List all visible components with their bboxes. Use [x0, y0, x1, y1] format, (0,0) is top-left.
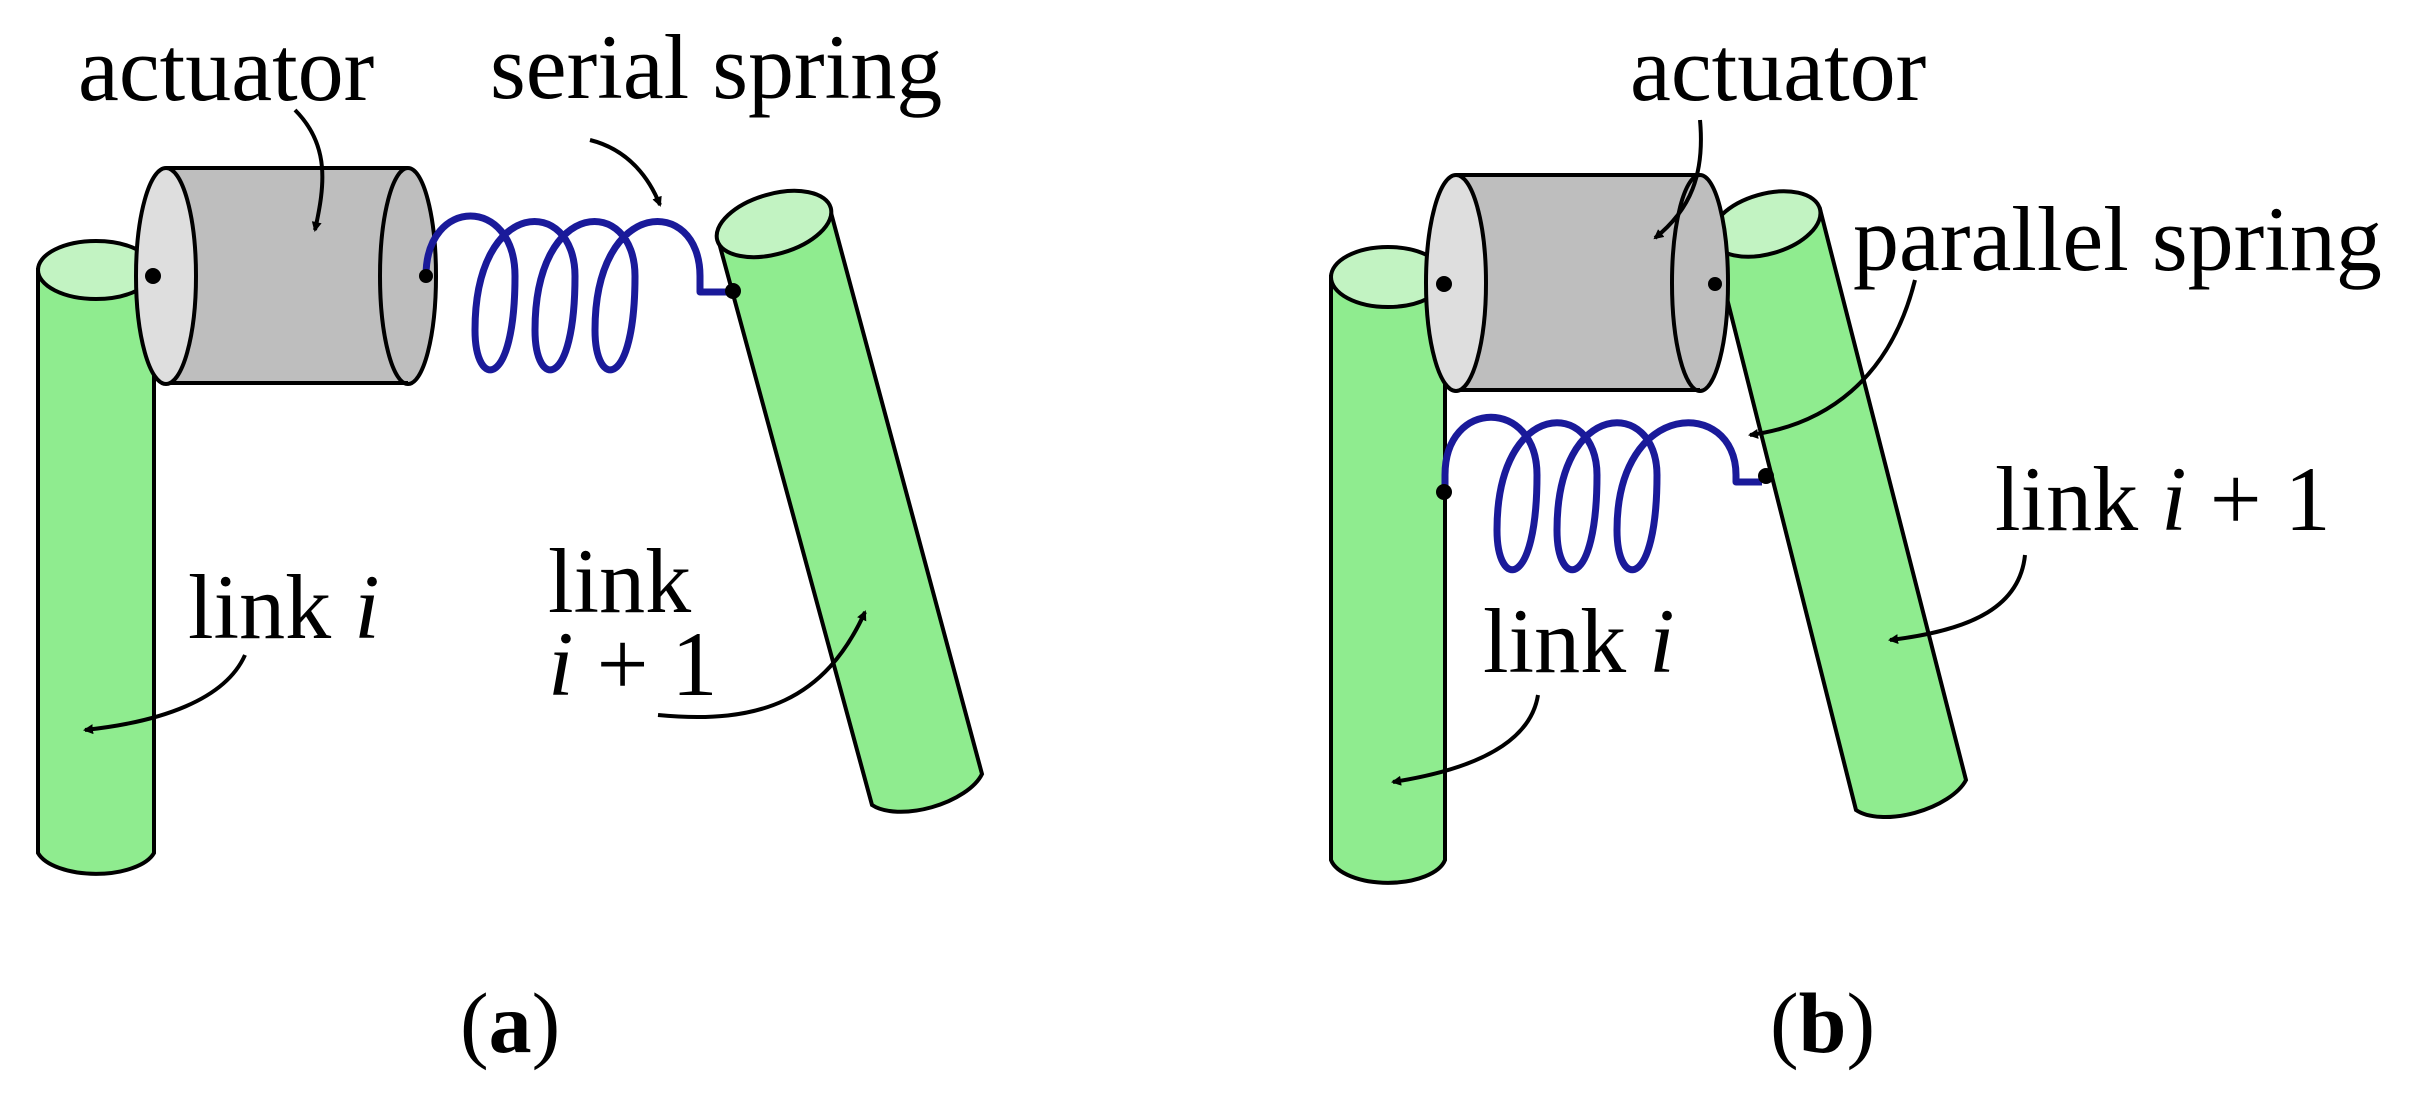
- link-index-suffix: + 1: [2210, 448, 2331, 550]
- link-i-plus-1-cylinder-a: [714, 188, 985, 814]
- actuator-arrow-b: [1653, 119, 1703, 240]
- joint-dot: [725, 283, 741, 299]
- link-index: i: [2161, 448, 2187, 550]
- actuator-cylinder-b: [1424, 173, 1730, 393]
- link-index-suffix: + 1: [597, 613, 718, 715]
- link-i-label-a: link i: [188, 556, 380, 658]
- link-i-cylinder-a: [36, 239, 156, 876]
- spring-label-b: parallel spring: [1853, 188, 2382, 290]
- link-i-plus-1-arrow-b: [1888, 554, 2027, 645]
- caption-paren-close: ): [1846, 975, 1875, 1071]
- joint-dot: [1708, 277, 1722, 291]
- actuator-label-a: actuator: [78, 18, 374, 120]
- link-index: i: [1649, 590, 1675, 692]
- caption-paren-open: (: [460, 975, 489, 1071]
- caption-b: (b): [1770, 975, 1875, 1071]
- link-word: link: [1483, 590, 1626, 692]
- panel-b: actuator parallel spring link i link i +…: [1329, 18, 2382, 1071]
- link-index: i: [548, 613, 574, 715]
- spring-arrow-b: [1748, 279, 1917, 439]
- link-i-plus-1-label-a-line1: link: [548, 530, 691, 632]
- link-i-label-b: link i: [1483, 590, 1675, 692]
- link-i-plus-1-label-a-line2: i + 1: [548, 613, 717, 715]
- caption-a: (a): [460, 975, 560, 1071]
- link-i-arrow-b: [1391, 694, 1540, 786]
- joint-dot: [419, 269, 433, 283]
- caption-letter: b: [1799, 975, 1847, 1071]
- link-i-plus-1-arrow-a: [657, 610, 867, 720]
- link-word: link: [188, 556, 331, 658]
- link-index: i: [354, 556, 380, 658]
- actuator-arrow-a: [293, 108, 325, 232]
- caption-letter: a: [489, 975, 532, 1071]
- parallel-spring-coil: [1441, 413, 1762, 574]
- panel-a: actuator serial spring link i link i + 1…: [36, 16, 985, 1071]
- link-i-plus-1-label-b: link i + 1: [1995, 448, 2331, 550]
- caption-paren-open: (: [1770, 975, 1799, 1071]
- actuator-cylinder-a: [134, 166, 438, 386]
- joint-dot: [1436, 276, 1452, 292]
- link-word: link: [1995, 448, 2138, 550]
- link-i-arrow-a: [83, 654, 247, 735]
- joint-dot: [1436, 484, 1452, 500]
- joint-dot: [1758, 468, 1774, 484]
- spring-label-a: serial spring: [490, 16, 942, 118]
- joint-dot: [145, 268, 161, 284]
- spring-arrow-a: [589, 138, 662, 207]
- link-i-plus-1-cylinder-b: [1709, 189, 1969, 819]
- link-i-cylinder-b: [1329, 245, 1447, 885]
- caption-paren-close: ): [532, 975, 561, 1071]
- actuator-label-b: actuator: [1630, 18, 1926, 120]
- serial-spring-coil: [422, 212, 728, 374]
